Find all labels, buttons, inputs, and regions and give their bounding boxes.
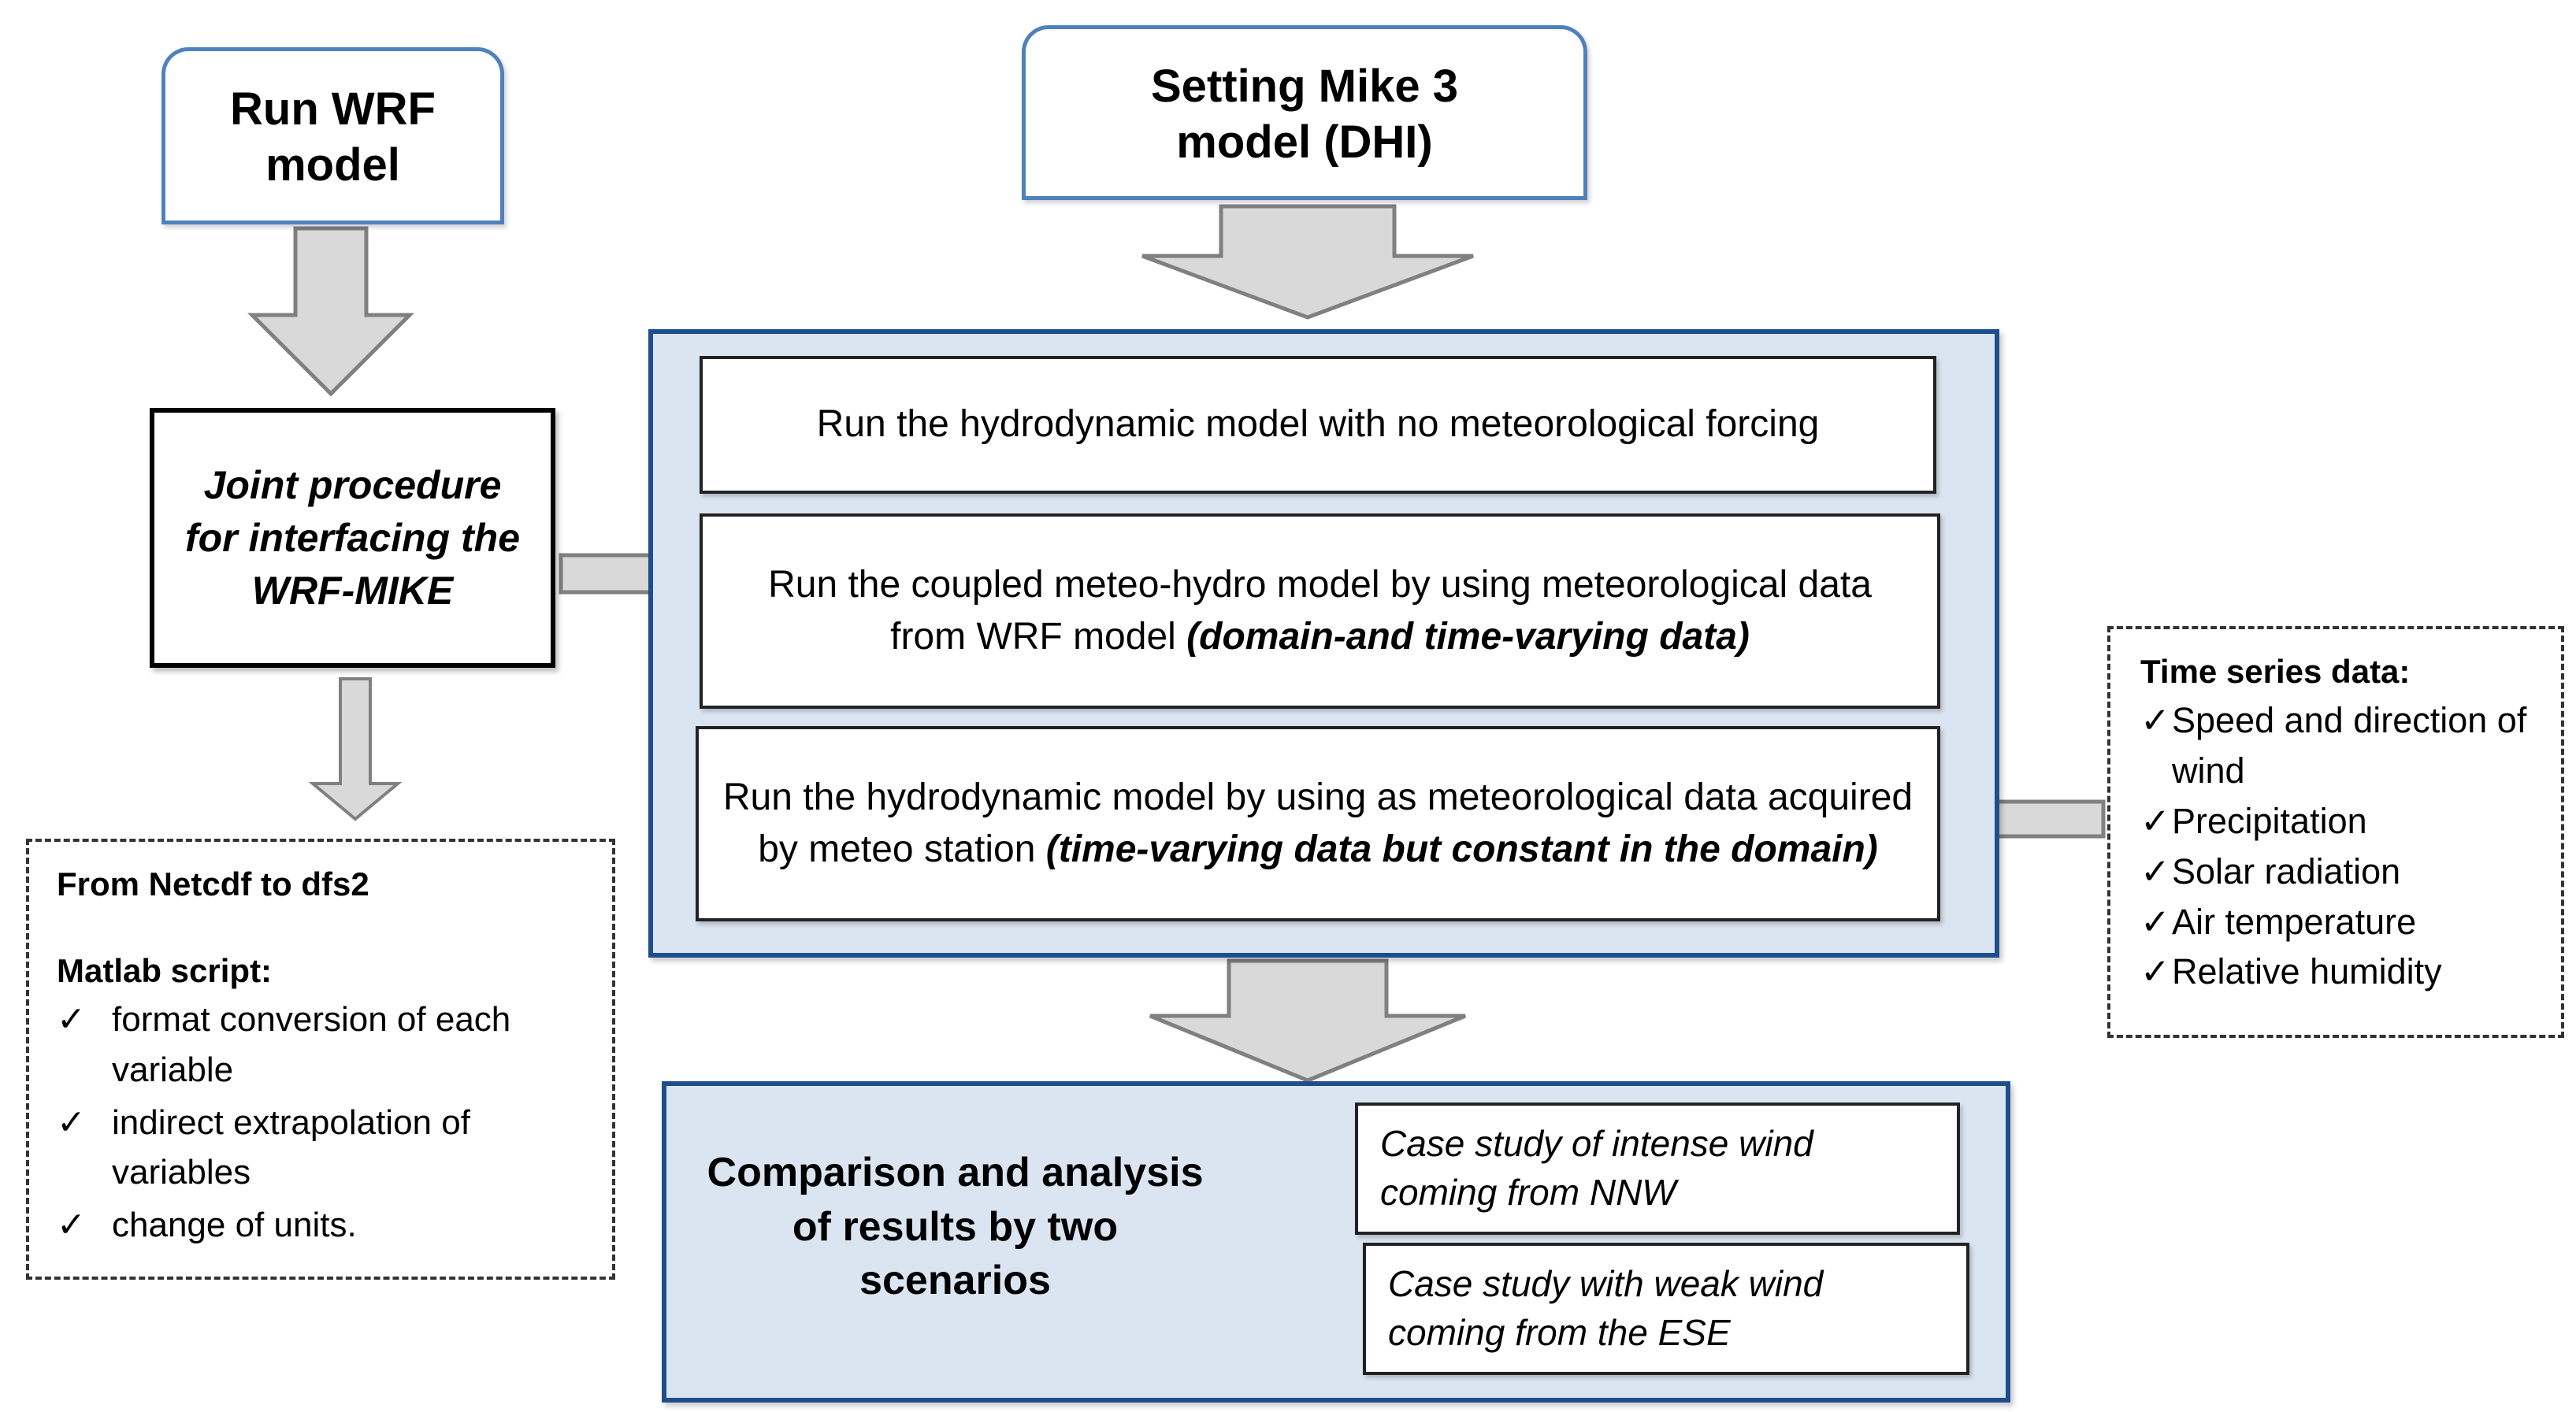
setting-mike-label: Setting Mike 3 model (DHI): [1151, 60, 1458, 168]
netcdf-title: From Netcdf to dfs2: [57, 865, 369, 902]
run-coupled-emph: (domain-and time-varying data): [1186, 616, 1750, 658]
timeseries-item-text: Relative humidity: [2172, 951, 2442, 992]
check-icon: ✓: [2140, 901, 2170, 942]
netcdf-item: ✓ change of units.: [57, 1200, 588, 1251]
arrow-panel-to-comparison: [1149, 958, 1466, 1083]
run-station-emph: (time-varying data but constant in the d…: [1045, 828, 1878, 870]
run-station-box: Run the hydrodynamic model by using as m…: [696, 726, 1940, 921]
joint-procedure-label: Joint procedure for interfacing the WRF-…: [184, 462, 521, 613]
netcdf-item-text: indirect extrapolation of variables: [112, 1103, 470, 1192]
run-wrf-label: Run WRF model: [230, 83, 436, 191]
netcdf-item-text: format conversion of each variable: [112, 1000, 511, 1089]
check-icon: ✓: [57, 1000, 86, 1039]
case-ese-box: Case study with weak wind coming from th…: [1363, 1243, 1969, 1375]
arrow-wrf-to-joint: [247, 226, 415, 397]
joint-procedure-box: Joint procedure for interfacing the WRF-…: [150, 408, 555, 668]
run-wrf-box: Run WRF model: [161, 47, 504, 224]
run-no-forcing-box: Run the hydrodynamic model with no meteo…: [700, 356, 1936, 494]
timeseries-item-text: Air temperature: [2172, 901, 2417, 942]
run-station-text: Run the hydrodynamic model by using as m…: [722, 772, 1913, 876]
check-icon: ✓: [57, 1103, 86, 1142]
timeseries-item: ✓ Relative humidity: [2140, 947, 2545, 997]
arrow-mike-to-panel: [1141, 204, 1474, 320]
check-icon: ✓: [2140, 800, 2170, 841]
case-nnw-box: Case study of intense wind coming from N…: [1355, 1103, 1960, 1235]
matlab-subtitle: Matlab script:: [57, 952, 273, 989]
comparison-label: Comparison and analysis of results by tw…: [707, 1150, 1204, 1304]
netcdf-item-text: change of units.: [112, 1206, 357, 1245]
netcdf-item: ✓ indirect extrapolation of variables: [57, 1098, 588, 1199]
case-ese-text: Case study with weak wind coming from th…: [1388, 1263, 1824, 1353]
netcdf-item: ✓ format conversion of each variable: [57, 995, 588, 1095]
arrow-joint-to-netcdf: [308, 677, 403, 821]
timeseries-item: ✓ Speed and direction of wind: [2140, 695, 2545, 796]
timeseries-box: Time series data: ✓ Speed and direction …: [2107, 626, 2564, 1038]
timeseries-item-text: Precipitation: [2172, 800, 2367, 841]
timeseries-item: ✓ Precipitation: [2140, 796, 2545, 847]
check-icon: ✓: [2140, 851, 2170, 891]
run-coupled-text: Run the coupled meteo-hydro model by usi…: [726, 559, 1913, 663]
setting-mike-box: Setting Mike 3 model (DHI): [1022, 25, 1587, 200]
run-station-plain: Run the hydrodynamic model by using as m…: [722, 776, 1913, 870]
run-coupled-plain: Run the coupled meteo-hydro model by usi…: [768, 563, 1872, 658]
timeseries-item-text: Solar radiation: [2172, 851, 2401, 891]
timeseries-title: Time series data:: [2140, 653, 2411, 690]
case-nnw-text: Case study of intense wind coming from N…: [1380, 1123, 1813, 1213]
check-icon: ✓: [57, 1206, 86, 1245]
check-icon: ✓: [2140, 700, 2170, 740]
timeseries-item: ✓ Air temperature: [2140, 897, 2545, 947]
timeseries-item-text: Speed and direction of wind: [2172, 700, 2527, 791]
check-icon: ✓: [2140, 951, 2170, 992]
run-no-forcing-text: Run the hydrodynamic model with no meteo…: [816, 403, 1820, 446]
timeseries-item: ✓ Solar radiation: [2140, 847, 2545, 897]
run-coupled-box: Run the coupled meteo-hydro model by usi…: [700, 513, 1940, 709]
netcdf-box: From Netcdf to dfs2 Matlab script: ✓ for…: [26, 839, 615, 1280]
